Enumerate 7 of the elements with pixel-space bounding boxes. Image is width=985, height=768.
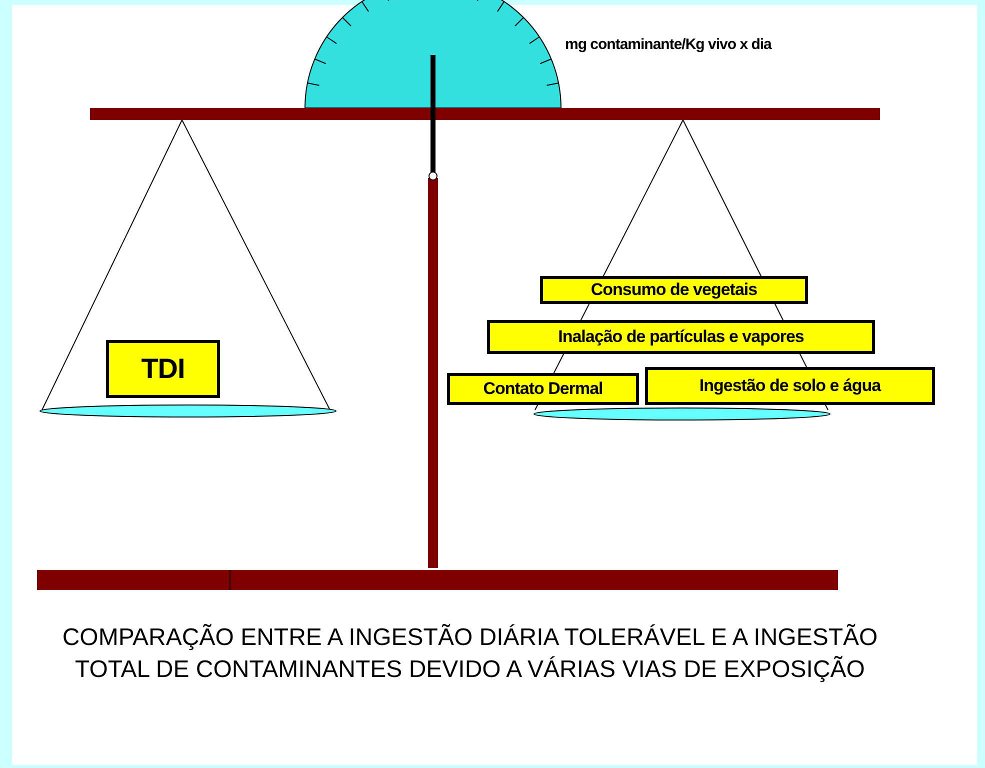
exposure-route-box: Ingestão de solo e água <box>645 367 935 405</box>
exposure-route-box: Inalação de partículas e vapores <box>487 320 875 354</box>
tdi-box: TDI <box>106 340 220 398</box>
exposure-route-box: Consumo de vegetais <box>540 276 808 304</box>
exposure-route-box: Contato Dermal <box>447 373 639 405</box>
unit-label: mg contaminante/Kg vivo x dia <box>565 36 772 53</box>
caption: COMPARAÇÃO ENTRE A INGESTÃO DIÁRIA TOLERÁVEL E A INGESTÃO TOTAL DE CONTAMINANTES DEVIDO A VÁRIAS VIAS DE EXPOSIÇÃO <box>61 622 879 685</box>
